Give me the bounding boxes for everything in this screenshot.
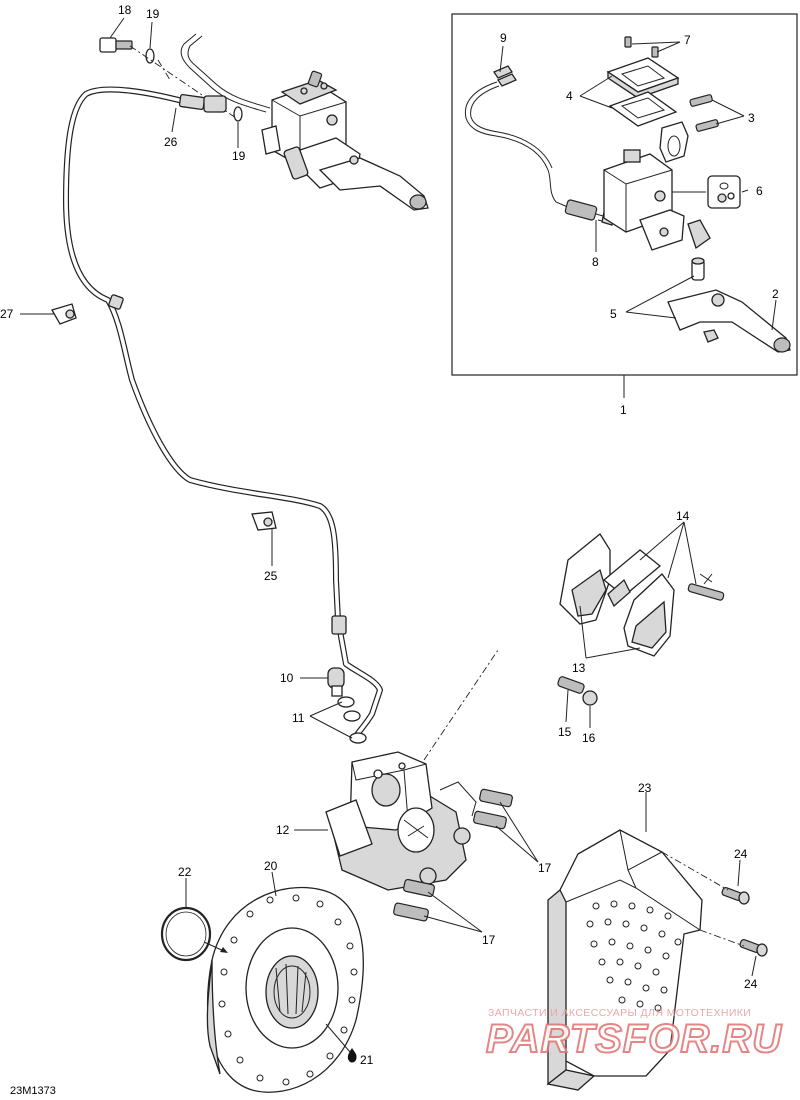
loctite-drop-icon [347,1048,357,1063]
diagram-code: 23M1373 [10,1085,56,1097]
master-cylinder-body [603,149,685,251]
watermark-brand: PARTSFOR.RU [486,1017,782,1061]
sealing-washer-lower [233,106,243,122]
guard-screws [721,887,768,957]
banjo-bolt [99,37,133,53]
handlebar-clamp [659,121,689,163]
callout-1: 1 [620,403,627,417]
callout-12: 12 [276,823,290,837]
callout-16: 16 [582,731,596,745]
callout-9: 9 [500,31,507,45]
callout-17a: 17 [538,861,552,875]
caliper-bolts-lower [393,878,435,922]
brake-switch-wire [464,65,571,209]
brake-pads [559,533,675,657]
hose-clip-upper [20,303,77,325]
disc-holes [218,894,358,1086]
callout-18: 18 [118,3,132,17]
reservoir-cover [606,57,680,127]
brake-disc [206,886,364,1093]
callout-26: 26 [164,135,178,149]
watermark-tagline: ЗАПЧАСТИ И АКСЕССУАРЫ ДЛЯ МОТОТЕХНИКИ [488,1007,751,1019]
leader-lines [109,17,757,977]
callout-4: 4 [566,89,573,103]
bleeder-valve [557,676,598,706]
caliper-bolts-upper [473,788,513,830]
brake-lever [667,289,791,353]
callout-24a: 24 [734,847,748,861]
callout-11: 11 [292,711,305,725]
brake-caliper [325,751,477,891]
callout-2: 2 [772,287,779,301]
callout-24b: 24 [744,977,758,991]
switch-wire [180,33,267,113]
brake-hose [63,86,383,739]
top-master-cylinder [261,70,429,211]
callout-14: 14 [676,509,690,523]
caliper-guard [546,829,703,1091]
clamp-screws [689,94,719,132]
cover-screws [624,36,659,58]
banjo-washers [337,696,367,744]
callout-19b: 19 [232,149,246,163]
lever-pivot-bolt [691,257,705,281]
callout-21: 21 [360,1053,374,1067]
callout-3: 3 [748,111,755,125]
callout-13: 13 [572,661,586,675]
pad-spring [602,549,662,608]
callout-7: 7 [684,33,691,47]
callout-numbers: 1 2 3 4 5 6 7 8 9 10 11 12 13 14 15 16 1… [0,3,779,1067]
callout-23: 23 [638,781,652,795]
pad-pin [687,573,725,601]
sealing-washer-upper [145,48,155,64]
callout-25: 25 [264,569,278,583]
callout-17b: 17 [482,933,496,947]
callout-20: 20 [264,859,278,873]
guard-holes [586,900,682,1012]
callout-15: 15 [558,725,572,739]
callout-19a: 19 [146,7,160,21]
sight-window [707,175,741,209]
callout-22: 22 [178,865,192,879]
lever-boot [687,219,711,250]
o-ring [160,906,212,962]
callout-10: 10 [280,671,294,685]
callout-8: 8 [592,255,599,269]
callout-6: 6 [756,184,763,198]
watermark: ЗАПЧАСТИ И АКСЕССУАРЫ ДЛЯ МОТОТЕХНИКИ PA… [485,1007,782,1062]
hose-clip-lower [251,511,277,566]
bleeder-screw-cap [327,667,345,697]
callout-27: 27 [0,307,14,321]
inset-leader-lines [499,41,777,331]
callout-5: 5 [610,307,617,321]
